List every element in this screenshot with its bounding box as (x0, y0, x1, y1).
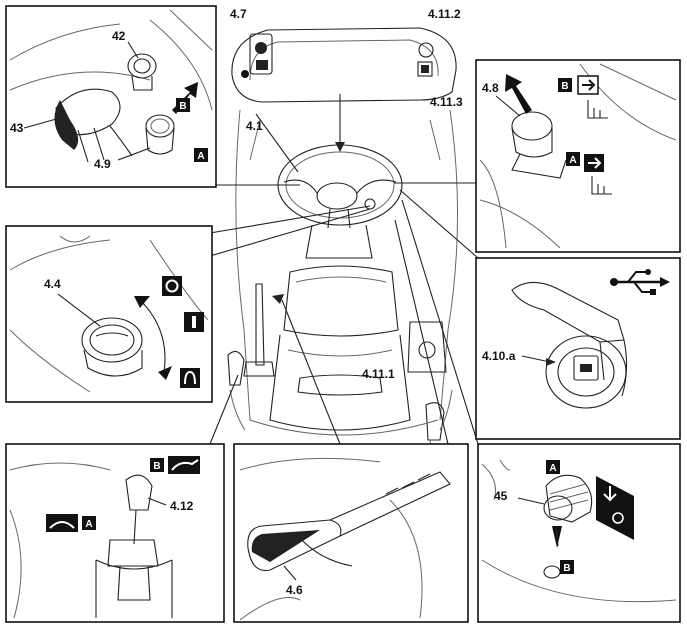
marker-a-panel-1: A (194, 148, 208, 162)
label-4-6: 4.6 (286, 583, 303, 597)
pto-engage-icon (577, 75, 608, 119)
label-4-12: 4.12 (170, 499, 194, 513)
panel-range-lever (5, 443, 225, 623)
marker-a-panel-4-5: A (546, 460, 560, 474)
panel-hand-brake (233, 443, 469, 623)
pull-knob-4-8 (505, 74, 567, 179)
svg-text:A: A (85, 519, 92, 530)
marker-b-panel-4-12: B (150, 458, 164, 472)
hand-brake-lever (243, 283, 275, 377)
label-4-3: 43 (10, 121, 24, 135)
svg-text:B: B (153, 461, 160, 472)
label-4-2: 42 (112, 29, 126, 43)
svg-text:B: B (563, 563, 570, 574)
key-switch-4-2 (127, 53, 157, 91)
label-4-11-3: 4.11.3 (430, 95, 463, 109)
seat (269, 265, 411, 431)
cockpit-scene (227, 27, 459, 456)
letter-markers: B A B A B A A B (82, 78, 580, 574)
label-4-5: 45 (494, 489, 508, 503)
svg-text:A: A (569, 155, 576, 166)
panel-ignition-switches (5, 5, 217, 188)
pto-disengage-icon (584, 154, 612, 195)
hare-icon (168, 456, 200, 474)
push-button-4-5 (543, 474, 593, 548)
label-4-11-1: 4.11.1 (362, 367, 395, 381)
indicator-4-7 (241, 33, 273, 78)
hazard-icon (596, 476, 634, 540)
marker-b-panel-1: B (176, 98, 190, 112)
label-4-7: 4.7 (230, 7, 247, 21)
label-4-11-2: 4.11.2 (428, 7, 461, 21)
position-on-icon (184, 312, 204, 332)
label-4-1: 4.1 (246, 119, 263, 133)
usb-icon (610, 269, 670, 295)
preheat-icon (180, 368, 200, 388)
lever-4-12 (95, 474, 173, 618)
marker-b-panel-4-5: B (560, 560, 574, 574)
svg-text:B: B (561, 81, 568, 92)
ignition-key-4-3 (54, 88, 133, 163)
label-4-9: 4.9 (94, 157, 111, 171)
label-4-10-a: 4.10.a (482, 349, 516, 363)
position-off-icon (162, 276, 182, 296)
panel-key-switch (5, 225, 213, 403)
indicator-4-11-2 (417, 42, 434, 77)
marker-b-panel-2: B (558, 78, 572, 92)
panel-usb (475, 257, 681, 440)
usb-socket (511, 281, 628, 409)
callout-labels: 4.7 4.11.2 4.11.3 4.1 42 43 4.9 4.8 4.4 … (10, 7, 516, 597)
svg-text:A: A (549, 463, 556, 474)
marker-a-panel-4-12: A (82, 516, 96, 530)
panel-pto-switch (475, 59, 681, 253)
panel-hazard-switch (477, 443, 681, 623)
tortoise-icon (46, 514, 78, 532)
svg-text:B: B (179, 101, 186, 112)
range-lever (227, 350, 245, 386)
label-4-8: 4.8 (482, 81, 499, 95)
steering-wheel (277, 144, 403, 259)
brake-lever-4-6 (247, 471, 451, 572)
label-4-4: 4.4 (44, 277, 61, 291)
marker-a-panel-2: A (566, 152, 580, 166)
console-knob (407, 321, 447, 373)
svg-text:A: A (197, 151, 204, 162)
leader-lines (209, 94, 479, 445)
rotary-key-4-4 (81, 296, 172, 380)
